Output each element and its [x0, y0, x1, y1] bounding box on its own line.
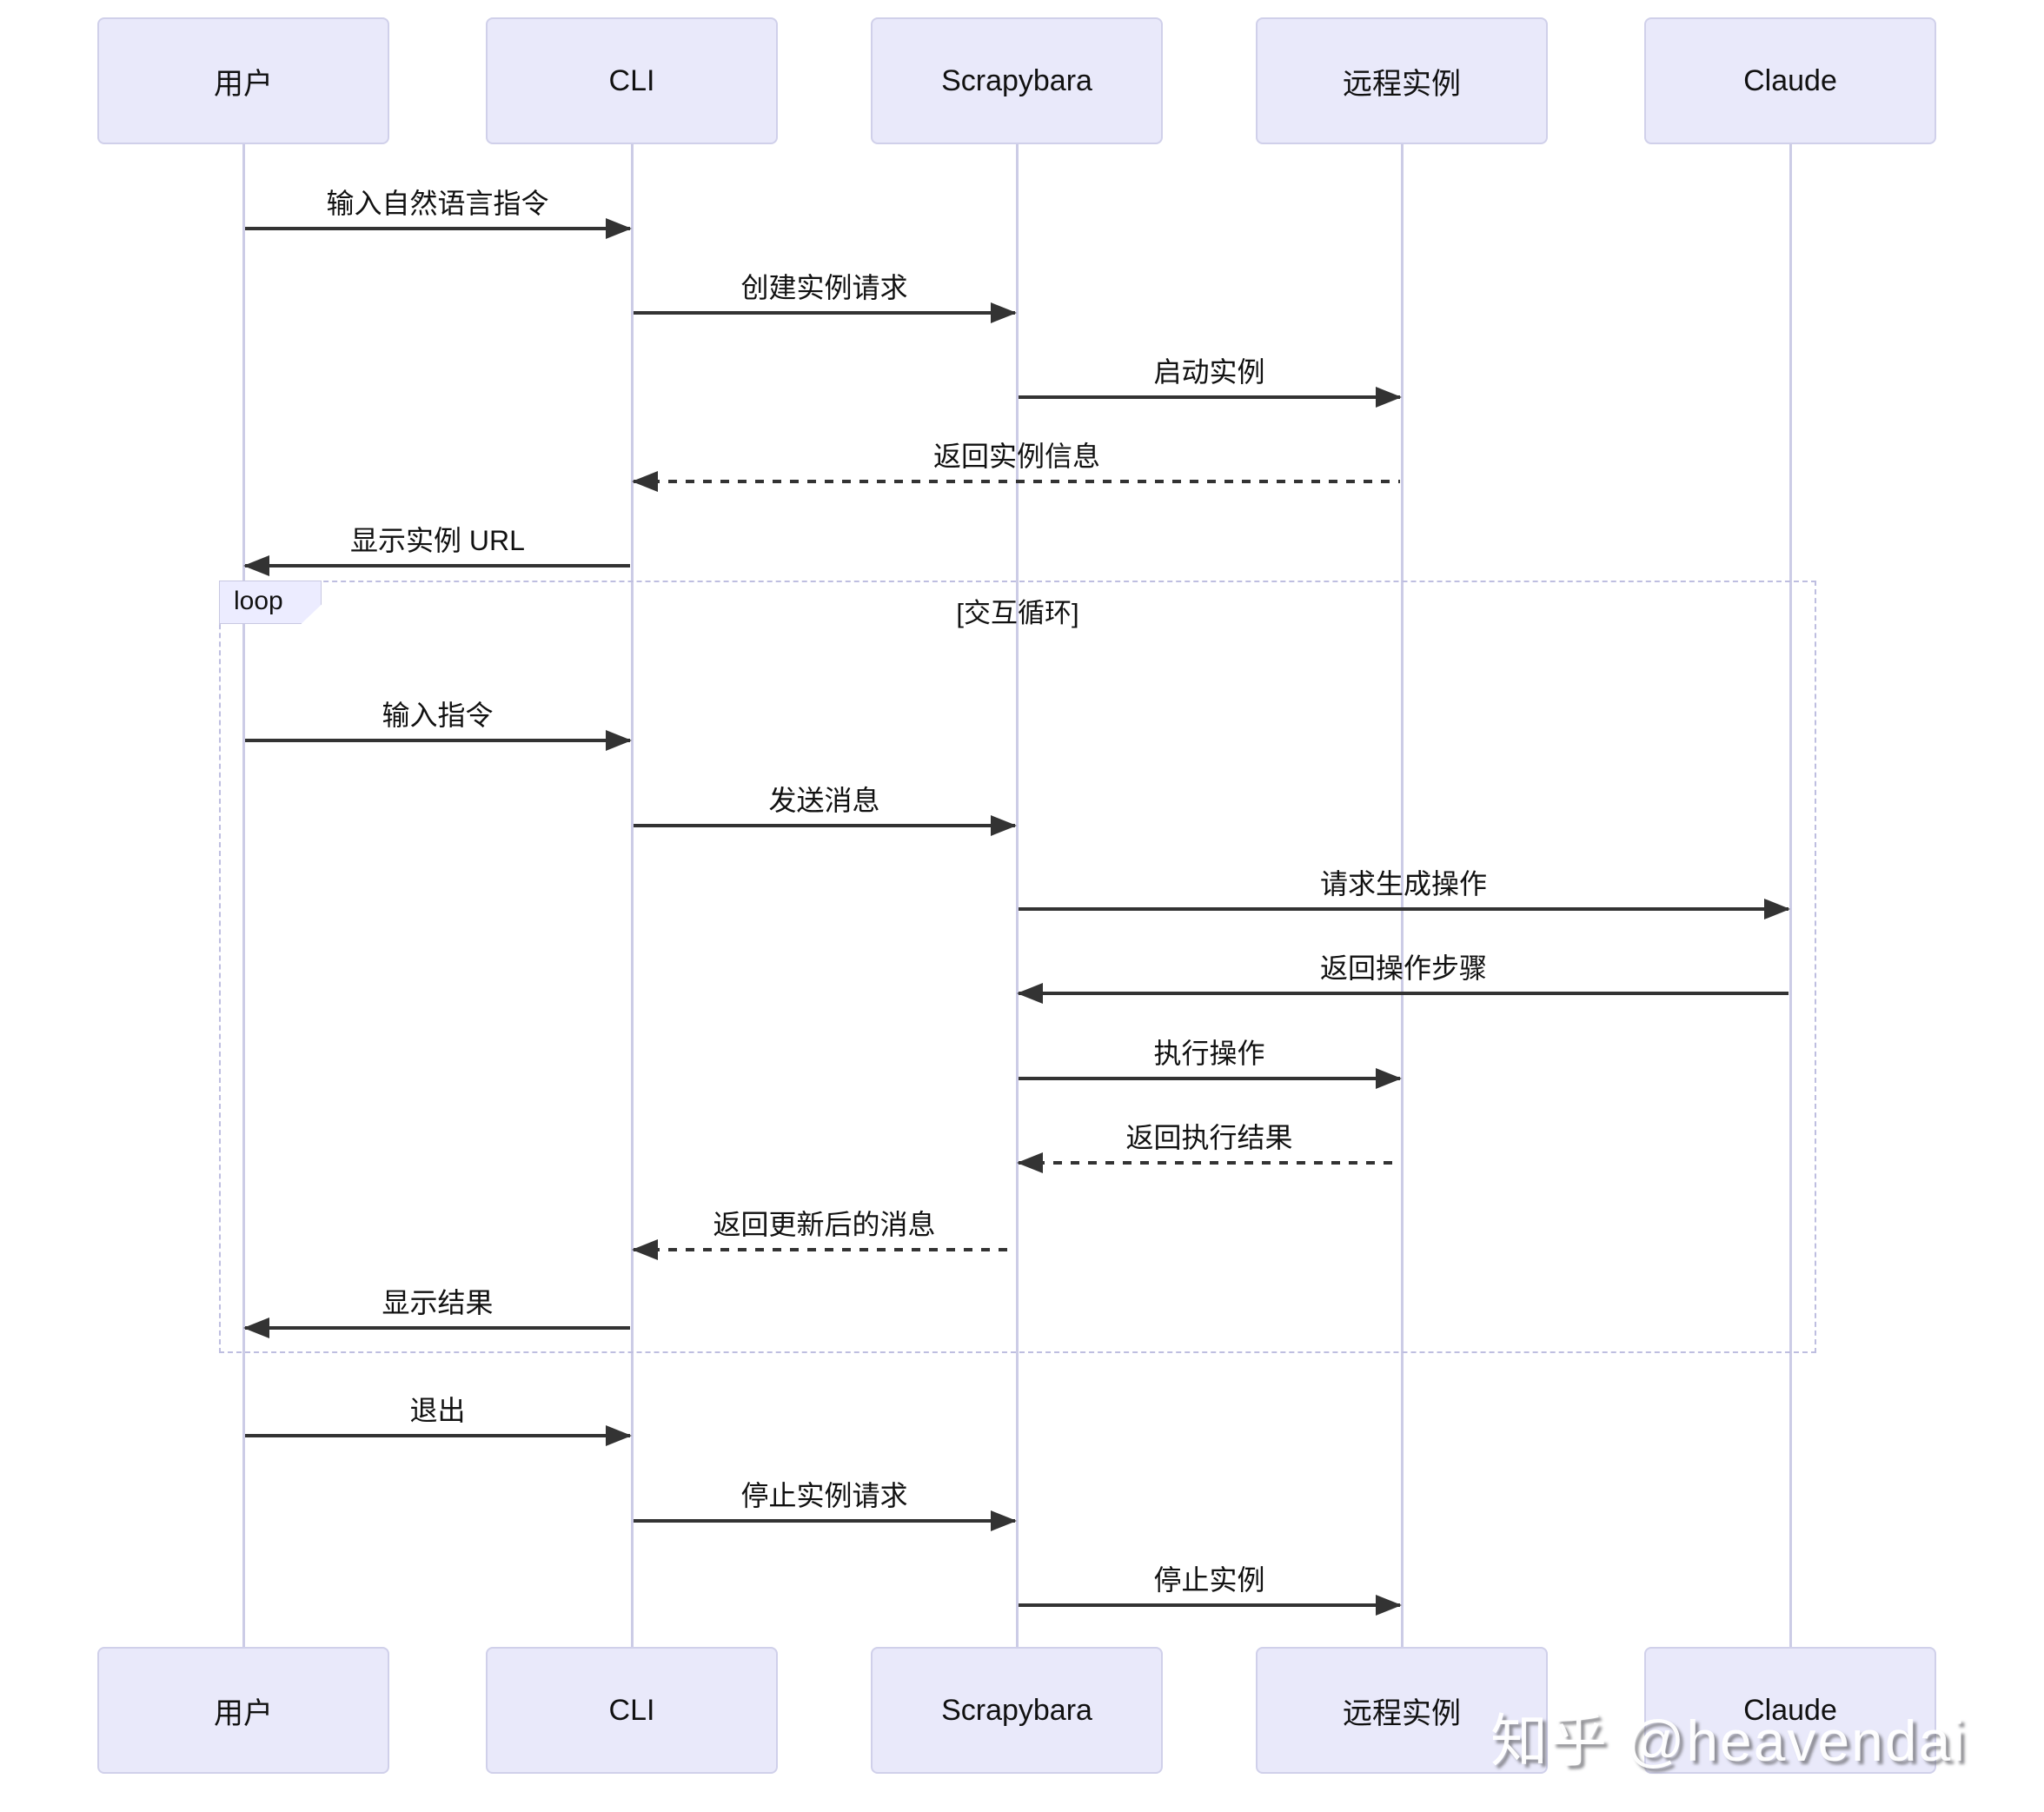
message-line-4 — [245, 564, 630, 567]
message-label-9: 执行操作 — [1153, 1038, 1265, 1069]
message-line-5 — [245, 739, 630, 742]
message-label-12: 显示结果 — [382, 1287, 494, 1318]
message-line-7 — [1019, 907, 1788, 911]
message-line-1 — [634, 311, 1015, 315]
loop-frame — [219, 581, 1816, 1353]
message-line-15 — [1019, 1603, 1400, 1607]
actor-remote-top: 远程实例 — [1256, 17, 1548, 144]
message-arrowhead-12 — [243, 1318, 269, 1338]
message-line-8 — [1019, 992, 1788, 995]
message-arrowhead-11 — [632, 1239, 658, 1260]
message-line-11 — [634, 1248, 1015, 1251]
actor-remote-bottom: 远程实例 — [1256, 1647, 1548, 1774]
message-label-8: 返回操作步骤 — [1319, 952, 1487, 984]
message-arrowhead-0 — [606, 218, 632, 239]
message-arrowhead-7 — [1764, 899, 1790, 919]
actor-claude-bottom: Claude — [1644, 1647, 1936, 1774]
message-arrowhead-15 — [1376, 1595, 1402, 1616]
message-label-7: 请求生成操作 — [1319, 868, 1487, 899]
message-label-1: 创建实例请求 — [740, 272, 908, 303]
message-arrowhead-4 — [243, 555, 269, 576]
message-label-0: 输入自然语言指令 — [326, 188, 549, 219]
actor-scrapybara-top: Scrapybara — [871, 17, 1163, 144]
lifeline-cli — [630, 143, 634, 1649]
message-label-11: 返回更新后的消息 — [713, 1209, 936, 1240]
message-arrowhead-10 — [1017, 1152, 1043, 1173]
message-arrowhead-3 — [632, 471, 658, 492]
loop-label: loop — [219, 581, 322, 624]
message-label-14: 停止实例请求 — [740, 1480, 908, 1511]
message-label-4: 显示实例 URL — [350, 525, 525, 556]
message-arrowhead-1 — [991, 302, 1017, 323]
message-arrowhead-14 — [991, 1510, 1017, 1531]
message-line-9 — [1019, 1077, 1400, 1080]
message-arrowhead-2 — [1376, 387, 1402, 408]
message-arrowhead-6 — [991, 815, 1017, 836]
message-line-10 — [1019, 1161, 1400, 1165]
message-label-6: 发送消息 — [768, 785, 880, 816]
message-label-5: 输入指令 — [382, 700, 494, 731]
message-arrowhead-9 — [1376, 1068, 1402, 1089]
watermark: 知乎 @heavendai — [1490, 1709, 1967, 1773]
message-line-3 — [634, 480, 1400, 483]
message-line-0 — [245, 227, 630, 230]
lifeline-user — [242, 143, 245, 1649]
message-line-14 — [634, 1519, 1015, 1523]
message-arrowhead-8 — [1017, 983, 1043, 1004]
actor-cli-bottom: CLI — [486, 1647, 778, 1774]
message-line-2 — [1019, 395, 1400, 399]
message-line-12 — [245, 1326, 630, 1330]
message-label-10: 返回执行结果 — [1125, 1122, 1293, 1153]
actor-user-top: 用户 — [97, 17, 389, 144]
message-label-3: 返回实例信息 — [932, 441, 1100, 472]
message-label-13: 退出 — [409, 1395, 466, 1426]
actor-claude-top: Claude — [1644, 17, 1936, 144]
lifeline-scrapybara — [1015, 143, 1019, 1649]
message-arrowhead-13 — [606, 1425, 632, 1446]
message-arrowhead-5 — [606, 730, 632, 751]
message-label-2: 启动实例 — [1153, 356, 1265, 388]
lifeline-remote — [1400, 143, 1404, 1649]
actor-user-bottom: 用户 — [97, 1647, 389, 1774]
message-line-13 — [245, 1434, 630, 1437]
actor-scrapybara-bottom: Scrapybara — [871, 1647, 1163, 1774]
message-line-6 — [634, 824, 1015, 827]
message-label-15: 停止实例 — [1153, 1564, 1265, 1596]
actor-cli-top: CLI — [486, 17, 778, 144]
loop-title: [交互循环] — [956, 598, 1079, 628]
lifeline-claude — [1788, 143, 1792, 1649]
